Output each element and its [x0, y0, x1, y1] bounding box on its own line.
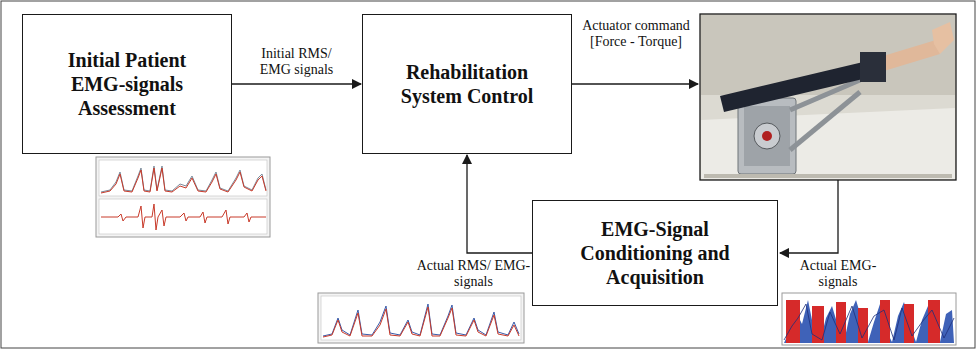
flow-arrow	[232, 83, 361, 84]
box-label: Rehabilitation System Control	[387, 60, 547, 108]
box-text-group: EMG-Signal Conditioning and Acquisition	[575, 217, 735, 289]
box-label: Initial Patient EMG-signals Assessment	[39, 48, 215, 120]
process-box: Rehabilitation System Control	[362, 14, 572, 154]
emg-thumbnail	[96, 157, 270, 237]
edge-label: Initial RMS/ EMG signals	[255, 46, 339, 78]
device-photo	[700, 14, 956, 180]
annotation-label: Actuator command [Force - Torque]	[578, 18, 694, 50]
box-text-group: Initial Patient EMG-signals Assessment	[39, 48, 215, 120]
box-text-group: Rehabilitation System Control	[387, 60, 547, 108]
emg-signal-thumbnail	[782, 293, 956, 345]
edge-label: Actual RMS/ EMG-signals	[416, 258, 532, 290]
box-label: EMG-Signal Conditioning and Acquisition	[575, 217, 735, 289]
flow-arrow	[467, 155, 532, 253]
process-box: EMG-Signal Conditioning and Acquisition	[532, 200, 778, 306]
signal-arrow	[780, 180, 838, 253]
process-box: Initial Patient EMG-signals Assessment	[22, 14, 232, 154]
rms-thumbnail	[318, 293, 524, 343]
annotation-label: Actual EMG-signals	[792, 258, 884, 290]
actuator-arrow	[572, 83, 698, 84]
